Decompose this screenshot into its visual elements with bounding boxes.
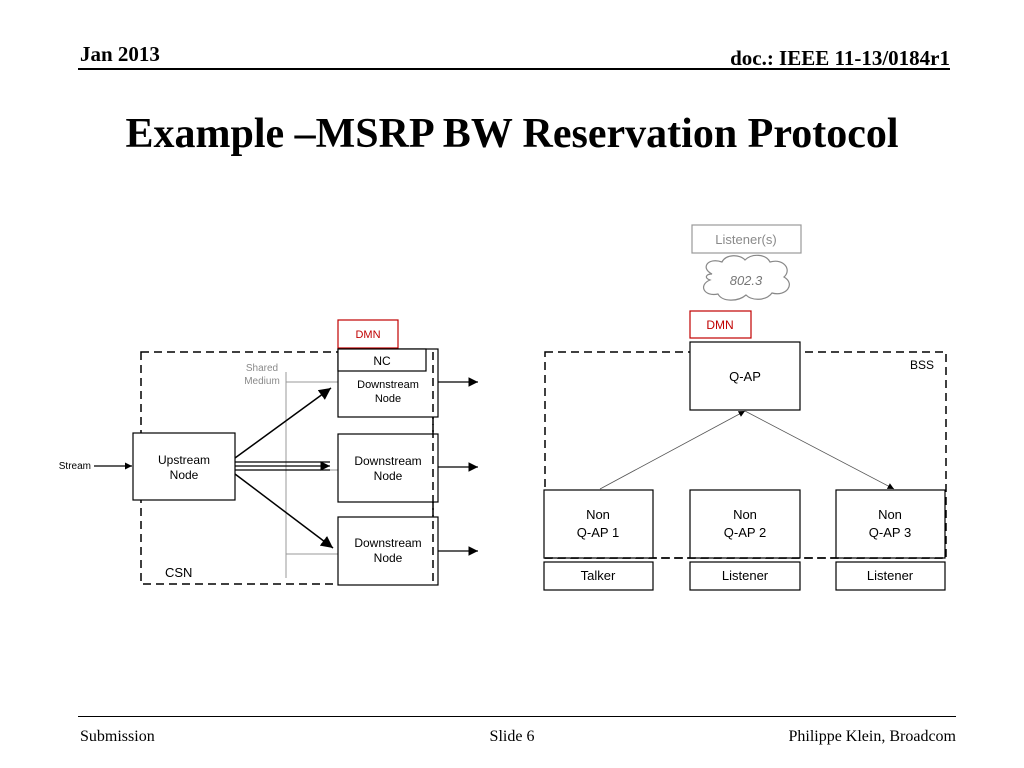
upstream-node-line2: Node	[170, 468, 199, 482]
downstream-node-2-line1: Downstream	[354, 454, 421, 468]
footer-author: Philippe Klein, Broadcom	[788, 728, 956, 745]
csn-label: CSN	[165, 565, 192, 580]
footer-slide-number: Slide 6	[489, 728, 535, 745]
arrow-talker-to-qap	[599, 410, 746, 490]
downstream-node-2-line2: Node	[374, 469, 403, 483]
csn-dmn-box	[337, 319, 399, 349]
upstream-node-line1: Upstream	[158, 453, 210, 467]
shared-medium-label-1: Shared	[246, 363, 278, 374]
arrow-qap-to-listener	[744, 410, 895, 490]
downstream-node-1-line2: Node	[375, 393, 401, 405]
ethernet-cloud	[702, 254, 790, 301]
stream-label: Stream	[59, 461, 91, 472]
footer-rule	[78, 716, 956, 717]
downstream-node-2	[337, 433, 439, 503]
qap-box	[689, 341, 801, 411]
header-date: Jan 2013	[80, 42, 160, 66]
station-1-box	[543, 489, 654, 559]
station-2-role-box	[689, 561, 801, 591]
station-3-box	[835, 489, 946, 559]
slide-title: Example –MSRP BW Reservation Protocol	[125, 111, 899, 157]
shared-medium-label-2: Medium	[244, 376, 280, 387]
header-doc-id: doc.: IEEE 11-13/0184r1	[730, 46, 950, 70]
footer-submission: Submission	[80, 728, 155, 745]
station-1-line2: Q-AP 1	[577, 525, 619, 540]
qap-label: Q-AP	[729, 369, 761, 384]
station-1-line1: Non	[586, 507, 610, 522]
station-1-role: Talker	[581, 568, 616, 583]
bss-dmn-box	[689, 310, 752, 339]
arrow-to-downstream-1	[234, 387, 332, 459]
csn-diagram: CSN Shared Medium DMN Stream Upstream No…	[59, 319, 478, 586]
nc-label: NC	[373, 354, 391, 368]
downstream-node-1-line1: Downstream	[357, 379, 419, 391]
listeners-box	[691, 224, 802, 254]
station-2-line1: Non	[733, 507, 757, 522]
csn-dmn-label: DMN	[355, 329, 380, 341]
header-rule	[78, 68, 950, 70]
nc-box	[337, 348, 427, 372]
listeners-label: Listener(s)	[715, 232, 776, 247]
ethernet-label: 802.3	[730, 273, 763, 288]
downstream-node-3-line2: Node	[374, 551, 403, 565]
station-3-role: Listener	[867, 568, 914, 583]
station-3-line1: Non	[878, 507, 902, 522]
bss-dmn-label: DMN	[706, 318, 733, 332]
bss-label: BSS	[910, 358, 934, 372]
arrow-to-downstream-3	[234, 473, 334, 549]
station-2-role: Listener	[722, 568, 769, 583]
station-2-box	[689, 489, 801, 559]
downstream-node-3-line1: Downstream	[354, 536, 421, 550]
station-2-line2: Q-AP 2	[724, 525, 766, 540]
bss-diagram: Listener(s) 802.3 DMN BSS Q-AP Non Q-AP …	[543, 224, 947, 591]
station-3-line2: Q-AP 3	[869, 525, 911, 540]
station-1-role-box	[543, 561, 654, 591]
station-3-role-box	[835, 561, 946, 591]
